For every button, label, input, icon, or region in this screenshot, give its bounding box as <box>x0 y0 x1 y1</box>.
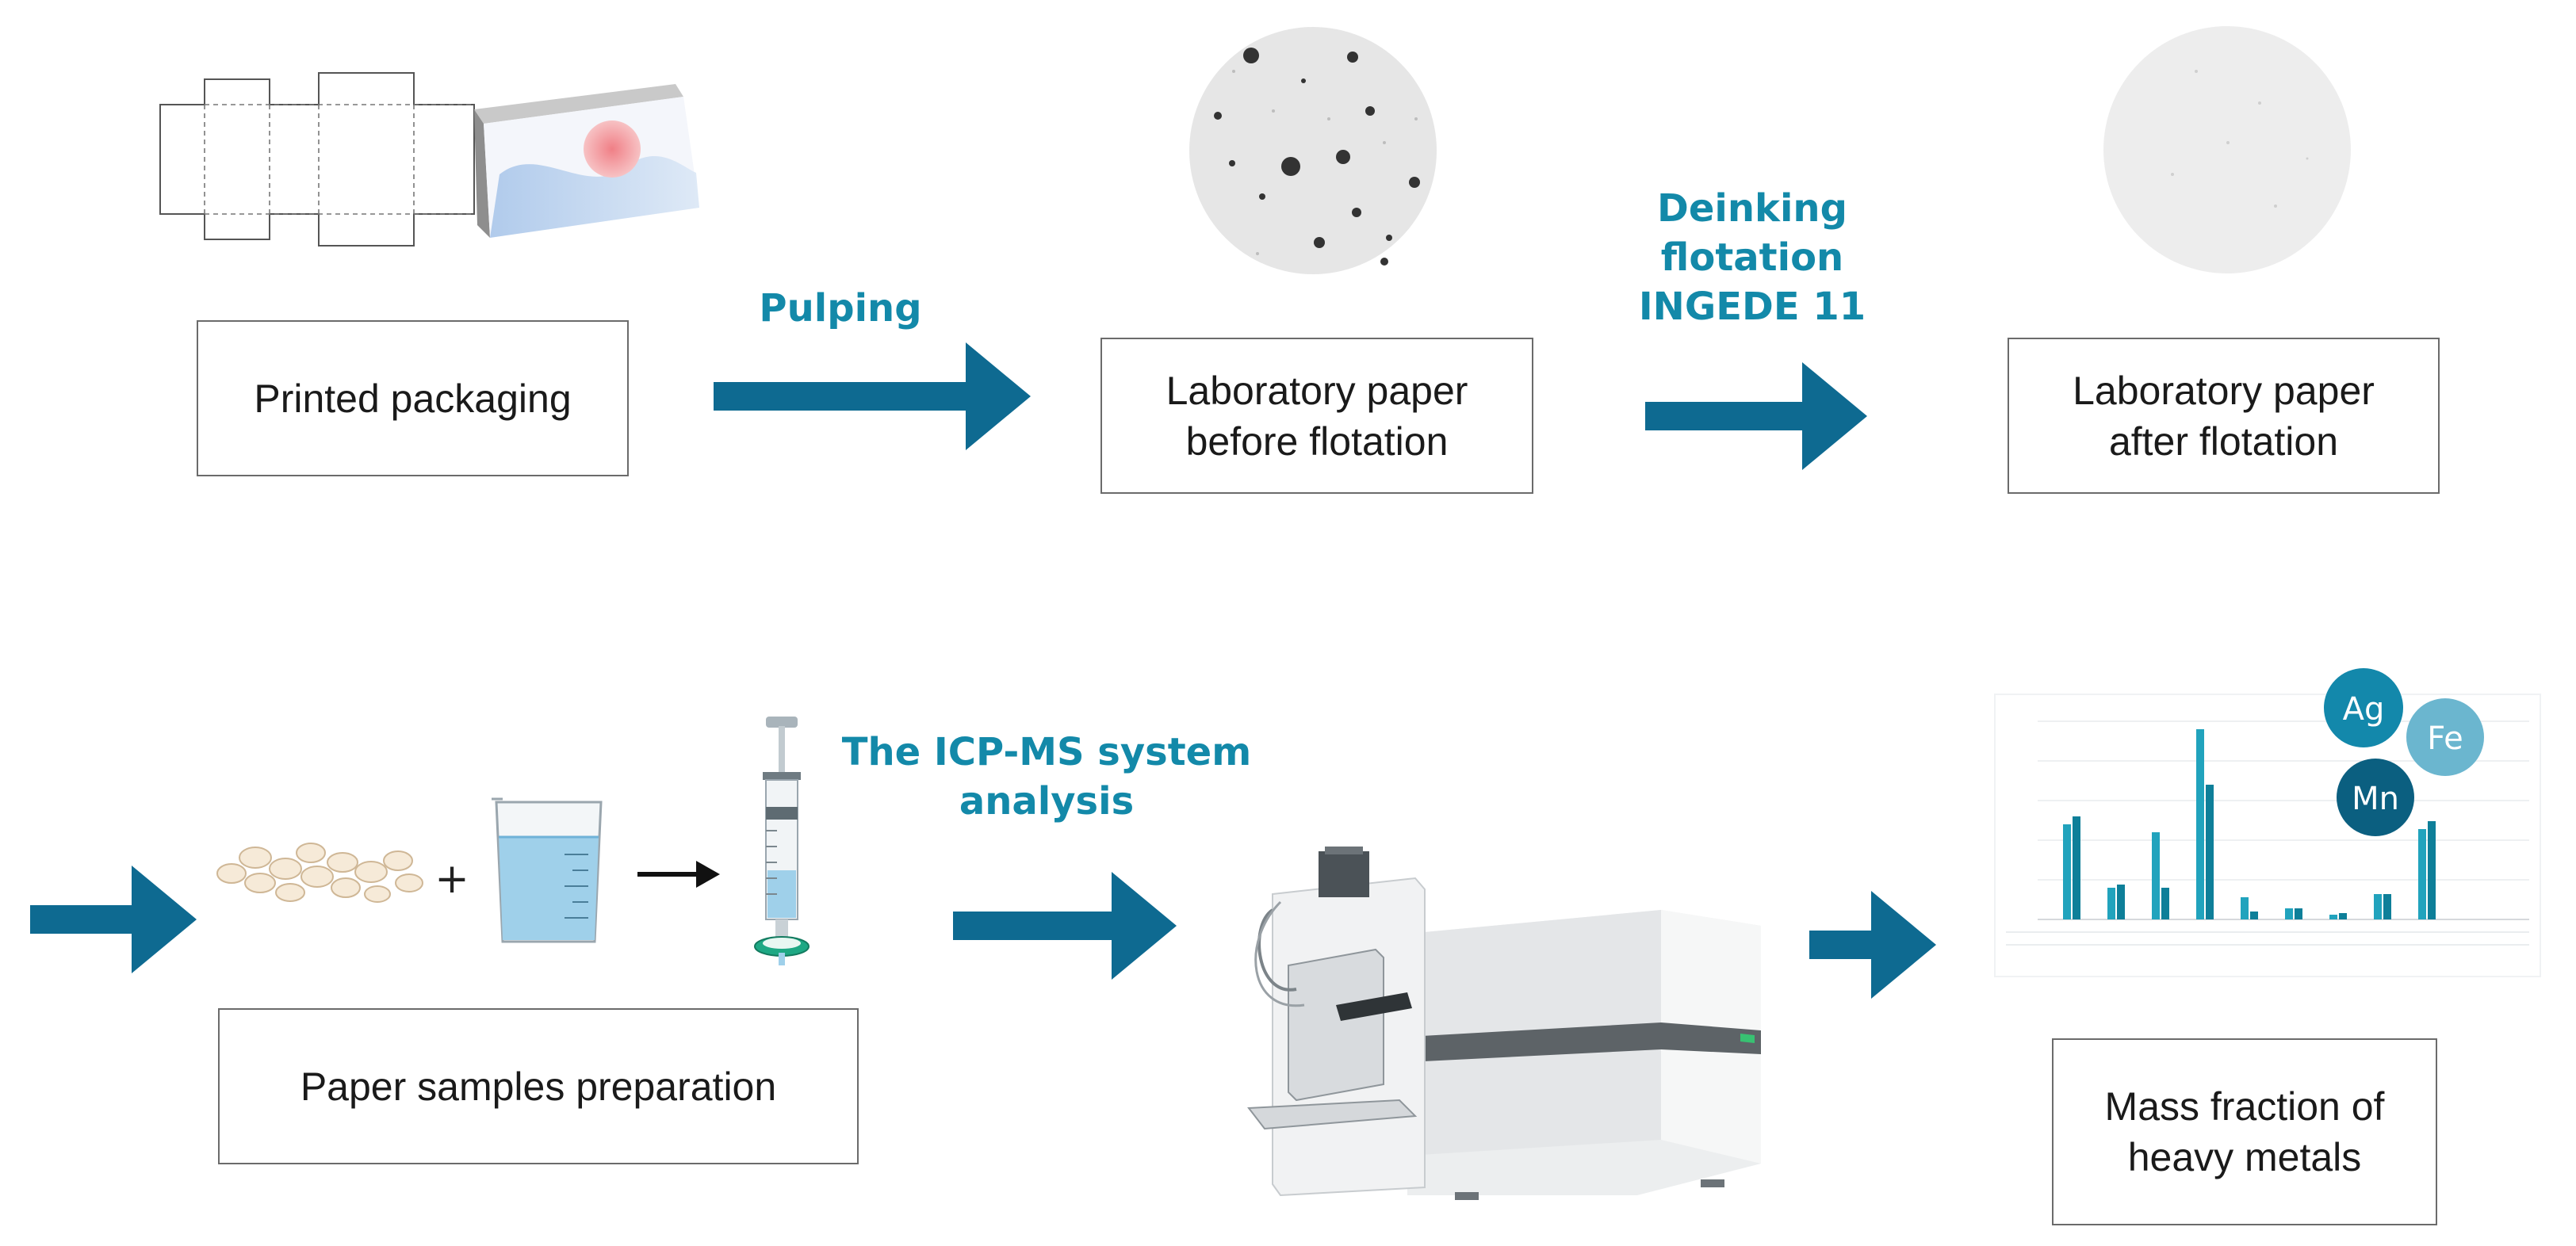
beaker-icon <box>492 797 603 943</box>
arrow-icp-ms <box>953 872 1177 980</box>
plus-icon: + <box>434 856 469 903</box>
icp-ms-instrument-icon <box>1247 847 1761 1200</box>
element-mn-icon: Mn <box>2337 759 2414 836</box>
element-fe-icon: Fe <box>2406 698 2484 776</box>
box-template-icon <box>159 72 475 247</box>
element-ag-icon: Ag <box>2324 668 2403 747</box>
arrow-entry <box>30 866 197 973</box>
step-mass-fraction: Mass fraction of heavy metals <box>2052 1038 2437 1225</box>
arrow-pulping <box>714 342 1031 450</box>
printed-box-icon <box>474 84 699 238</box>
arrow-deinking <box>1645 362 1867 470</box>
arrow-to-results <box>1809 891 1936 999</box>
paper-disc-clean-icon <box>2103 26 2351 273</box>
svg-text:Mn: Mn <box>2352 781 2399 817</box>
paper-disc-icon <box>1189 27 1437 274</box>
step-after-flotation: Laboratory paper after flotation <box>2008 338 2440 494</box>
svg-text:Fe: Fe <box>2427 720 2463 757</box>
step-printed-packaging: Printed packaging <box>197 320 629 476</box>
svg-text:+: + <box>434 856 469 903</box>
label-deinking-flotation: Deinking flotation INGEDE 11 <box>1638 186 1866 329</box>
label-icp-ms-analysis: The ICP-MS system analysis <box>841 730 1252 824</box>
step-before-flotation: Laboratory paper before flotation <box>1100 338 1533 494</box>
syringe-filter-icon <box>754 717 810 965</box>
label-pulping: Pulping <box>759 286 922 331</box>
step-sample-preparation: Paper samples preparation <box>218 1008 859 1164</box>
paper-pellets-icon <box>216 843 423 903</box>
small-arrow-icon <box>637 861 720 888</box>
svg-text:Ag: Ag <box>2343 691 2385 728</box>
